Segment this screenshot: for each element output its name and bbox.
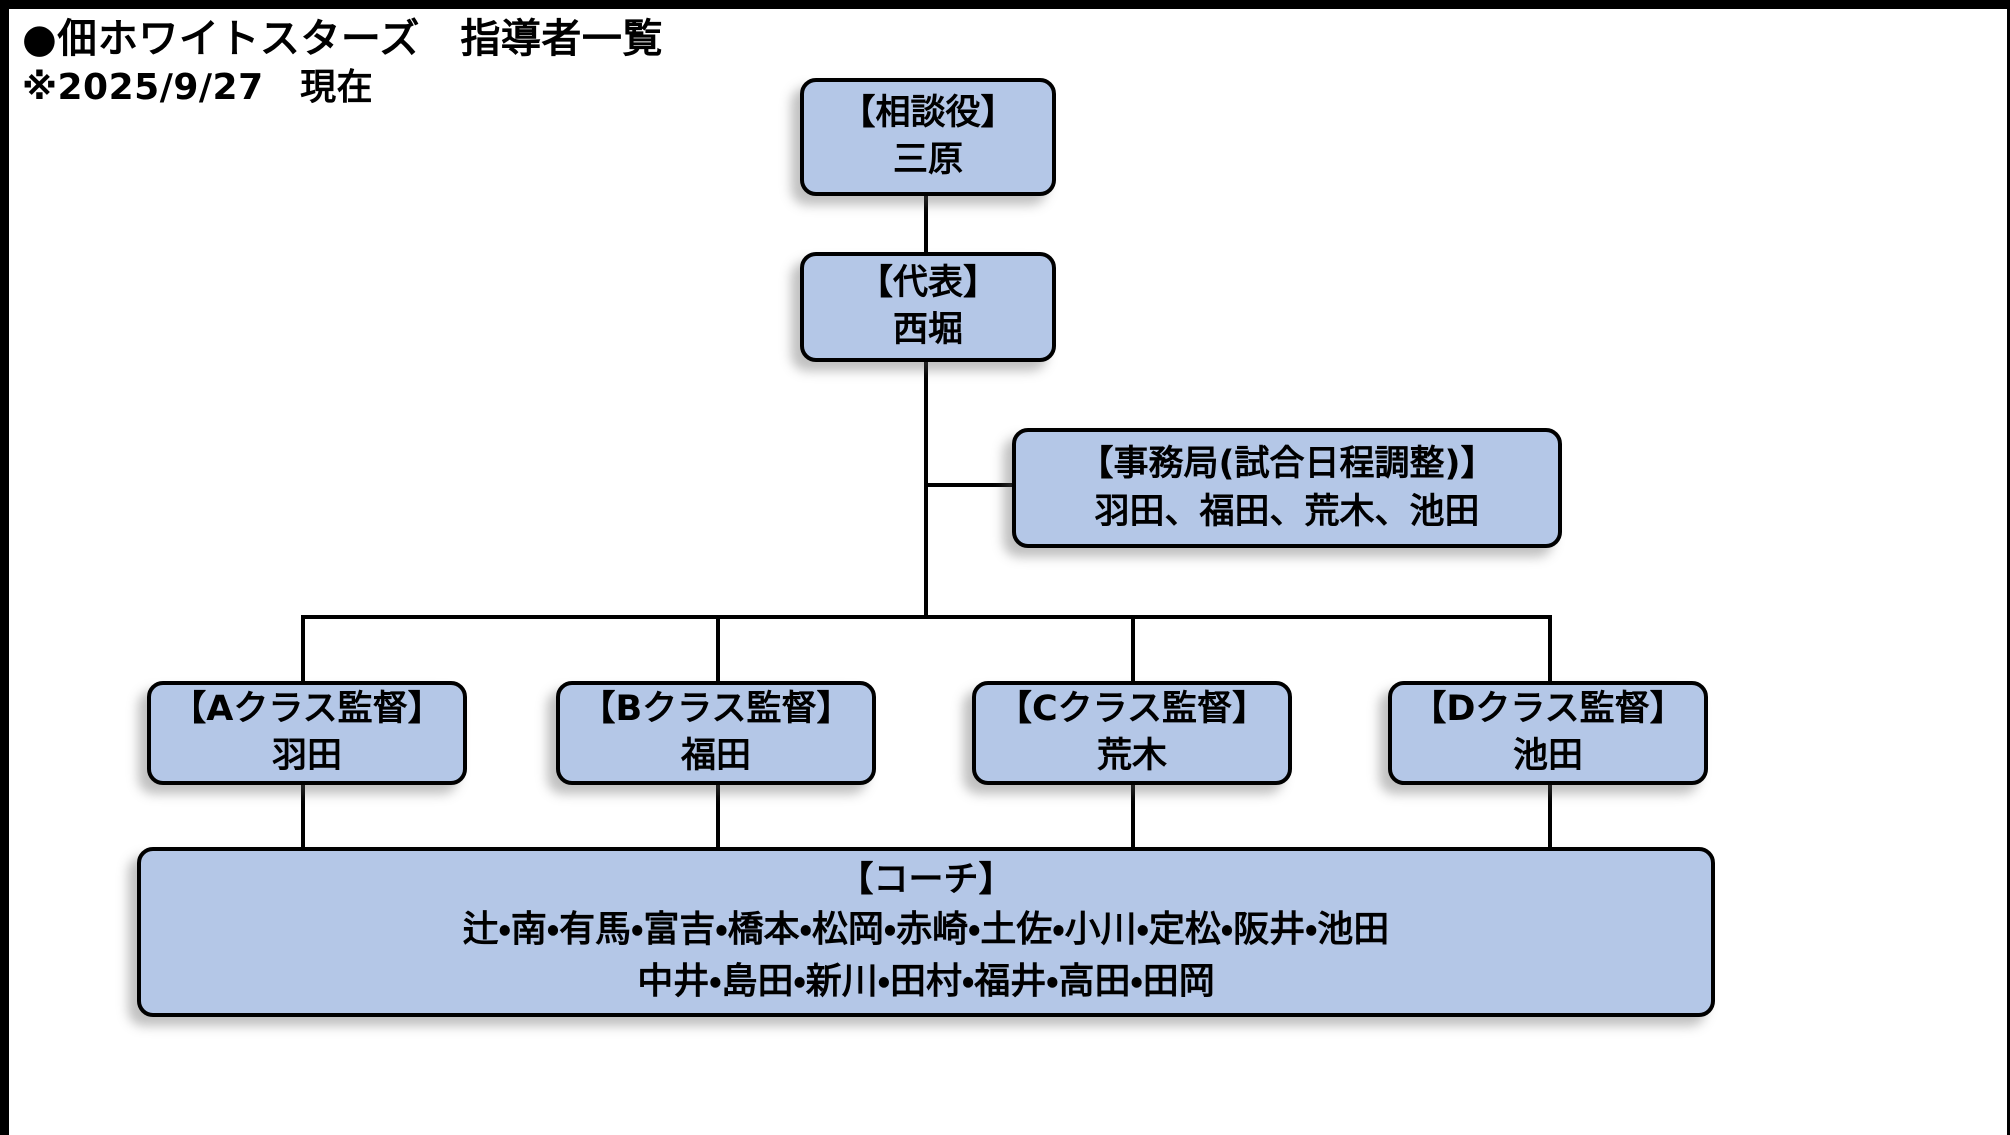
connector-class-bus [301, 615, 1552, 619]
node-class-a-role: 【Aクラス監督】 [171, 689, 443, 729]
connector-adviser-to-representative [924, 196, 928, 252]
node-adviser-role: 【相談役】 [840, 93, 1016, 133]
node-class-c-role: 【Cクラス監督】 [997, 689, 1267, 729]
node-coaches-members-line1: 辻・南・有馬・富吉・橋本・松岡・赤崎・土佐・小川・定松・阪井・池田 [462, 909, 1390, 950]
frame-top-border [0, 0, 2010, 9]
node-class-d-role: 【Dクラス監督】 [1411, 689, 1685, 729]
page-title: ●佃ホワイトスターズ 指導者一覧 ※2025/9/27 現在 [22, 14, 663, 112]
connector-representative-trunk [924, 362, 928, 617]
frame-right-border [2007, 0, 2010, 1135]
node-class-d-members: 池田 [1512, 736, 1583, 776]
connector-class-b-to-coaches [716, 785, 720, 851]
connector-bus-to-class-d [1548, 615, 1552, 681]
page-title-main: ●佃ホワイトスターズ 指導者一覧 [22, 16, 663, 62]
page-title-date: ※2025/9/27 現在 [22, 67, 374, 108]
node-class-b-role: 【Bクラス監督】 [580, 689, 852, 729]
node-adviser-members: 三原 [892, 140, 963, 180]
node-office-members: 羽田、福田、荒木、池田 [1094, 492, 1480, 532]
node-coaches[interactable]: 【コーチ】 辻・南・有馬・富吉・橋本・松岡・赤崎・土佐・小川・定松・阪井・池田 … [137, 847, 1715, 1017]
node-adviser[interactable]: 【相談役】 三原 [800, 78, 1056, 196]
connector-bus-to-class-b [716, 615, 720, 681]
node-class-b[interactable]: 【Bクラス監督】 福田 [556, 681, 876, 785]
node-class-b-members: 福田 [680, 736, 751, 776]
node-class-c-members: 荒木 [1096, 736, 1167, 776]
node-class-c[interactable]: 【Cクラス監督】 荒木 [972, 681, 1292, 785]
node-coaches-role: 【コーチ】 [838, 860, 1014, 900]
connector-representative-to-office [924, 483, 1014, 487]
frame-left-border [0, 0, 9, 1135]
node-representative-members: 西堀 [892, 310, 963, 350]
connector-class-a-to-coaches [301, 785, 305, 851]
node-representative[interactable]: 【代表】 西堀 [800, 252, 1056, 362]
node-office-role: 【事務局(試合日程調整)】 [1078, 444, 1496, 484]
connector-class-c-to-coaches [1131, 785, 1135, 851]
node-class-d[interactable]: 【Dクラス監督】 池田 [1388, 681, 1708, 785]
connector-bus-to-class-a [301, 615, 305, 681]
node-office[interactable]: 【事務局(試合日程調整)】 羽田、福田、荒木、池田 [1012, 428, 1562, 548]
node-representative-role: 【代表】 [857, 263, 998, 303]
node-class-a[interactable]: 【Aクラス監督】 羽田 [147, 681, 467, 785]
connector-class-d-to-coaches [1548, 785, 1552, 851]
node-coaches-members-line2: 中井・島田・新川・田村・福井・高田・田岡 [637, 961, 1215, 1002]
node-class-a-members: 羽田 [271, 736, 342, 776]
connector-bus-to-class-c [1131, 615, 1135, 681]
